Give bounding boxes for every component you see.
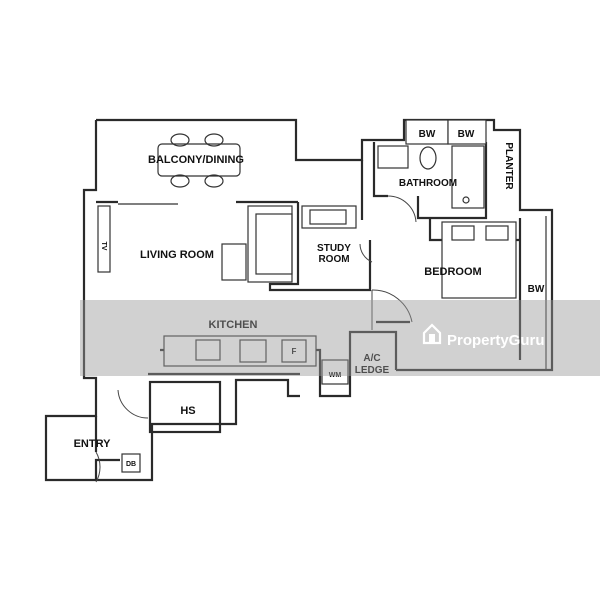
bathroom-label: BATHROOM — [399, 178, 457, 189]
bw-label-3: BW — [528, 284, 545, 295]
balcony-label: BALCONY/DINING — [148, 154, 244, 166]
bathroom-fixtures — [377, 145, 485, 209]
coffee-table — [221, 243, 247, 281]
washer-label: WM — [329, 372, 342, 379]
interior-walls — [94, 142, 522, 452]
db-label: DB — [126, 461, 136, 468]
study-desk — [301, 205, 357, 229]
planter-label: PLANTER — [503, 142, 514, 190]
ac-ledge-label-2: LEDGE — [355, 365, 390, 376]
tv-console — [97, 205, 111, 273]
bw-label-1: BW — [419, 129, 436, 140]
watermark: PropertyGuru — [80, 300, 600, 376]
kitchen-label: KITCHEN — [209, 319, 258, 331]
db-box — [121, 453, 141, 473]
bedroom-label: BEDROOM — [424, 266, 481, 278]
ac-ledge-label-1: A/C — [363, 353, 380, 364]
propertyguru-logo-icon — [422, 323, 442, 345]
watermark-band — [80, 300, 600, 376]
study-room-label-1: STUDY — [317, 243, 351, 254]
bw-label-2: BW — [458, 129, 475, 140]
sofa — [247, 205, 293, 283]
door-swings — [95, 195, 417, 483]
dining-set — [157, 133, 241, 188]
tv-label: TV — [100, 242, 107, 251]
living-room-label: LIVING ROOM — [140, 249, 214, 261]
fridge-label: F — [292, 347, 297, 356]
bed — [441, 221, 517, 299]
study-room-label-2: ROOM — [318, 254, 349, 265]
entry-label: ENTRY — [74, 438, 112, 450]
kitchen-counter — [163, 335, 317, 367]
washer-box — [321, 359, 349, 385]
watermark-brand: PropertyGuru — [447, 332, 545, 349]
bathroom-cabinets — [405, 119, 487, 145]
hs-label: HS — [180, 405, 195, 417]
